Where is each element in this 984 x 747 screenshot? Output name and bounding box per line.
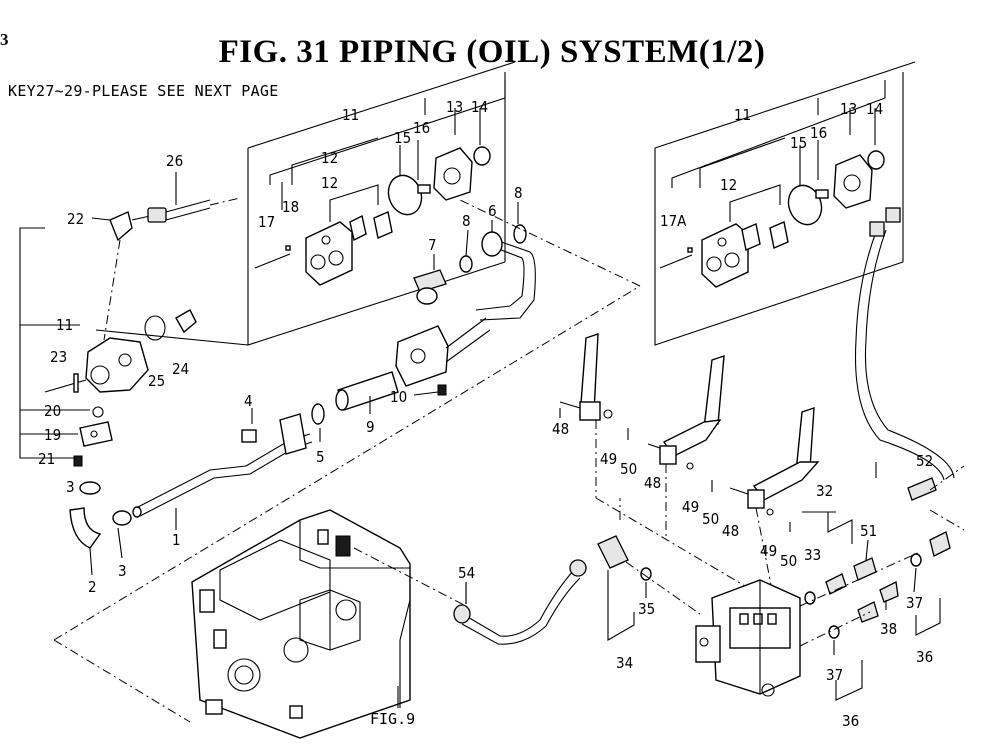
left-pump-body (254, 146, 491, 286)
right-pump-outline (654, 61, 916, 346)
label-54: 54 (458, 564, 475, 582)
label-52: 52 (916, 452, 933, 470)
mounted-pump-assembly (19, 197, 241, 467)
part-numbers: 11 12 12 13 14 15 16 17 18 11 12 13 14 1… (38, 98, 933, 730)
label-3-upper: 3 (66, 478, 75, 496)
label-24: 24 (172, 360, 189, 378)
label-21: 21 (38, 450, 55, 468)
label-36-right: 36 (916, 648, 933, 666)
label-11-upper-right: 11 (734, 106, 751, 124)
label-35: 35 (638, 600, 655, 618)
valve-fittings (799, 511, 951, 701)
label-36-lower: 36 (842, 712, 859, 730)
label-13-left: 13 (446, 98, 463, 116)
control-valve-block (695, 579, 801, 697)
label-49-third: 49 (760, 542, 777, 560)
label-48-first: 48 (552, 420, 569, 438)
figure-title: FIG. 31 PIPING (OIL) SYSTEM(1/2) (218, 34, 766, 70)
label-16-left: 16 (413, 119, 430, 137)
label-17: 17 (258, 213, 275, 231)
pipe-1 (132, 403, 325, 518)
label-1: 1 (172, 531, 181, 549)
label-32: 32 (816, 482, 833, 500)
label-13-right: 13 (840, 100, 857, 118)
label-9: 9 (366, 418, 375, 436)
fig-9-reference: FIG.9 (370, 710, 415, 728)
label-12-upper-left: 12 (321, 149, 338, 167)
label-49-second: 49 (682, 498, 699, 516)
label-26: 26 (166, 152, 183, 170)
label-15-right: 15 (790, 134, 807, 152)
reference-note: KEY27~29-PLEASE SEE NEXT PAGE (8, 82, 279, 100)
label-48-third: 48 (722, 522, 739, 540)
label-50-first: 50 (620, 460, 637, 478)
label-37-lower: 37 (826, 666, 843, 684)
label-11-mounted: 11 (56, 316, 73, 334)
label-14-left: 14 (471, 98, 488, 116)
label-6: 6 (488, 202, 497, 220)
label-15-left: 15 (394, 129, 411, 147)
label-49-first: 49 (600, 450, 617, 468)
pipe-9-and-block (335, 317, 491, 411)
label-50-third: 50 (780, 552, 797, 570)
label-37-right: 37 (906, 594, 923, 612)
label-17a: 17A (660, 212, 687, 230)
label-38: 38 (880, 620, 897, 638)
label-33: 33 (804, 546, 821, 564)
label-7: 7 (428, 236, 437, 254)
label-18: 18 (282, 198, 299, 216)
label-16-right: 16 (810, 124, 827, 142)
label-50-second: 50 (702, 510, 719, 528)
label-23: 23 (50, 348, 67, 366)
label-8-right: 8 (514, 184, 523, 202)
label-22: 22 (67, 210, 84, 228)
label-11-upper-left: 11 (342, 106, 359, 124)
label-3-lower: 3 (118, 562, 127, 580)
transmission-housing (191, 509, 411, 739)
label-20: 20 (44, 402, 61, 420)
hose-and-clamps (69, 481, 132, 576)
control-levers (559, 333, 820, 597)
label-25: 25 (148, 372, 165, 390)
assembly-leader-lines (53, 199, 965, 723)
label-51: 51 (860, 522, 877, 540)
label-10: 10 (390, 388, 407, 406)
label-2: 2 (88, 578, 97, 596)
pipe-54 (453, 535, 701, 645)
hose-52 (854, 207, 965, 501)
label-34: 34 (616, 654, 633, 672)
right-pump-brackets (671, 80, 886, 222)
page-corner-mark: 3 (0, 30, 9, 49)
label-8-left: 8 (462, 212, 471, 230)
label-12-right: 12 (720, 176, 737, 194)
label-48-second: 48 (644, 474, 661, 492)
label-14-right: 14 (866, 100, 883, 118)
label-5: 5 (316, 448, 325, 466)
label-4: 4 (244, 392, 253, 410)
label-19: 19 (44, 426, 61, 444)
label-leaders (117, 172, 917, 708)
left-pump-brackets (269, 80, 506, 222)
label-12-lower-left: 12 (321, 174, 338, 192)
right-pump-body (659, 150, 885, 288)
